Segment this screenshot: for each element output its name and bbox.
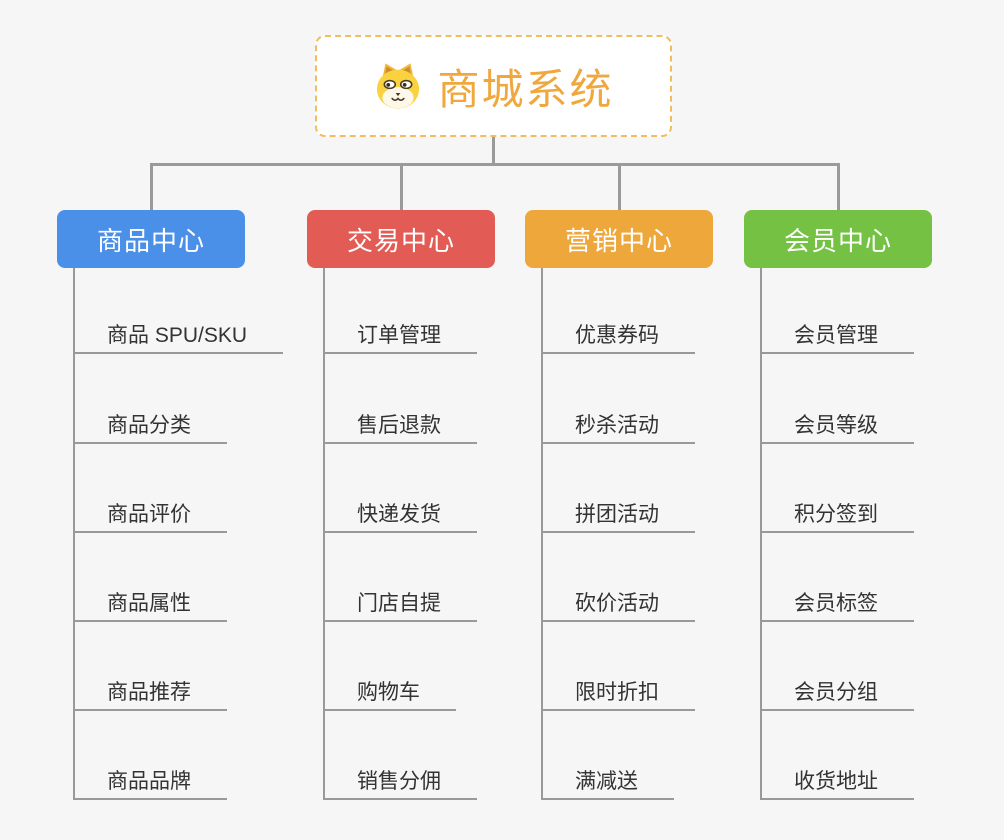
leaf-node[interactable]: 商品品牌 bbox=[73, 767, 227, 800]
leaf-node[interactable]: 砍价活动 bbox=[541, 589, 695, 622]
branch-spine bbox=[73, 268, 75, 800]
leaf-node[interactable]: 快递发货 bbox=[323, 500, 477, 533]
leaf-node[interactable]: 商品 SPU/SKU bbox=[73, 321, 284, 354]
connector-drop bbox=[837, 163, 840, 210]
branch-header-marketing[interactable]: 营销中心 bbox=[525, 210, 713, 268]
leaf-node[interactable]: 售后退款 bbox=[323, 411, 477, 444]
root-title: 商城系统 bbox=[437, 65, 614, 113]
leaf-node[interactable]: 商品分类 bbox=[73, 411, 227, 444]
leaf-node[interactable]: 商品推荐 bbox=[73, 678, 227, 711]
leaf-node[interactable]: 收货地址 bbox=[760, 767, 914, 800]
leaf-node[interactable]: 限时折扣 bbox=[541, 678, 695, 711]
branch-spine bbox=[541, 268, 543, 800]
leaf-node[interactable]: 拼团活动 bbox=[541, 500, 695, 533]
connector-drop bbox=[400, 163, 403, 210]
branch-column-member: 会员中心 会员管理 会员等级 积分签到 会员标签 会员分组 收货地址 bbox=[744, 210, 932, 810]
leaf-node[interactable]: 销售分佣 bbox=[323, 767, 477, 800]
branch-spine bbox=[323, 268, 325, 800]
leaf-node[interactable]: 商品评价 bbox=[73, 500, 227, 533]
leaf-node[interactable]: 购物车 bbox=[323, 678, 456, 711]
branch-header-product[interactable]: 商品中心 bbox=[57, 210, 245, 268]
leaf-node[interactable]: 商品属性 bbox=[73, 589, 227, 622]
leaf-node[interactable]: 积分签到 bbox=[760, 500, 914, 533]
branch-column-product: 商品中心 商品 SPU/SKU 商品分类 商品评价 商品属性 商品推荐 商品品牌 bbox=[57, 210, 284, 810]
leaf-node[interactable]: 会员标签 bbox=[760, 589, 914, 622]
branch-spine bbox=[760, 268, 762, 800]
leaf-node[interactable]: 优惠券码 bbox=[541, 321, 695, 354]
branch-header-member[interactable]: 会员中心 bbox=[744, 210, 932, 268]
root-node[interactable]: 商城系统 bbox=[315, 35, 672, 137]
leaf-node[interactable]: 秒杀活动 bbox=[541, 411, 695, 444]
connector-rail bbox=[150, 163, 840, 166]
leaf-node[interactable]: 会员等级 bbox=[760, 411, 914, 444]
leaf-node[interactable]: 订单管理 bbox=[323, 321, 477, 354]
branch-column-marketing: 营销中心 优惠券码 秒杀活动 拼团活动 砍价活动 限时折扣 满减送 bbox=[525, 210, 713, 810]
dog-icon bbox=[377, 63, 420, 109]
leaf-node[interactable]: 门店自提 bbox=[323, 589, 477, 622]
branch-column-trade: 交易中心 订单管理 售后退款 快递发货 门店自提 购物车 销售分佣 bbox=[307, 210, 495, 810]
leaf-node[interactable]: 会员分组 bbox=[760, 678, 914, 711]
branch-header-trade[interactable]: 交易中心 bbox=[307, 210, 495, 268]
connector-drop bbox=[618, 163, 621, 210]
leaf-node[interactable]: 会员管理 bbox=[760, 321, 914, 354]
connector-drop bbox=[150, 163, 153, 210]
connector-root-stub bbox=[492, 137, 495, 163]
leaf-node[interactable]: 满减送 bbox=[541, 767, 674, 800]
